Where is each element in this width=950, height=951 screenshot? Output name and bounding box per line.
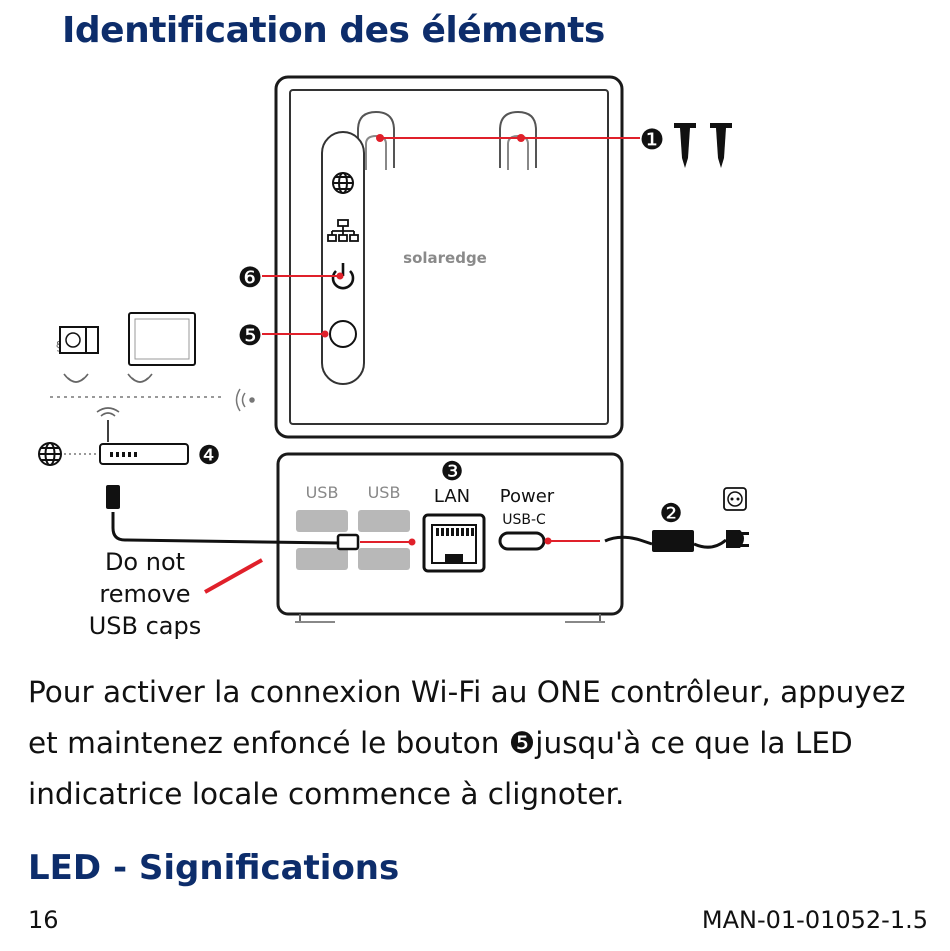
lan-port — [422, 513, 486, 573]
callout-line-6 — [262, 272, 344, 280]
note-slash — [204, 558, 263, 594]
sensor-icon: §§§§ — [56, 326, 99, 354]
callout-4: ❹ — [197, 441, 220, 471]
network-icon — [327, 219, 359, 242]
instruction-paragraph: Pour activer la connexion Wi-Fi au ONE c… — [28, 667, 928, 820]
instruction-text-end: jusqu'à ce que la LED indicatrice locale… — [28, 726, 853, 811]
lan-cable — [106, 485, 416, 551]
plug-icon — [726, 530, 749, 548]
note-line-2: remove — [99, 580, 190, 608]
note-line-3: USB caps — [89, 612, 202, 640]
screw-icon — [674, 123, 732, 168]
signal-icon — [235, 388, 255, 412]
callout-line-1 — [376, 134, 640, 142]
callout-ref-5: ❺ — [508, 726, 536, 760]
callout-5: ❺ — [237, 319, 262, 352]
power-label: Power — [500, 486, 555, 507]
socket-icon — [723, 487, 747, 511]
inverter-icon — [128, 312, 196, 366]
button-icon — [329, 320, 357, 348]
mounting-hole-left — [357, 110, 395, 170]
wifi-icon — [63, 373, 153, 383]
power-sublabel: USB-C — [502, 512, 546, 528]
brand-logo: solaredge — [403, 249, 487, 267]
callout-1: ❶ — [639, 123, 664, 156]
usb-label-2: USB — [368, 483, 401, 502]
lan-label: LAN — [434, 486, 470, 507]
page-title: Identification des éléments — [62, 10, 605, 51]
usb-label-1: USB — [306, 483, 339, 502]
router-icon — [99, 443, 189, 465]
callout-line-5 — [262, 330, 329, 338]
page-number: 16 — [28, 906, 59, 934]
router-wifi-icon — [96, 407, 120, 442]
usb-c-port — [498, 531, 546, 551]
instruction-text-start: Pour activer la connexion Wi-Fi au ONE c… — [28, 675, 906, 760]
globe-icon — [38, 442, 62, 466]
usb-ports — [296, 510, 410, 570]
document-reference: MAN-01-01052-1.5 — [701, 906, 928, 934]
globe-icon — [332, 172, 354, 194]
led-strip — [321, 131, 365, 385]
device-diagram: ❶ ❻ — [38, 75, 749, 640]
mounting-hole-right — [499, 110, 537, 170]
callout-2: ❷ — [659, 499, 682, 529]
adapter-icon — [652, 530, 694, 552]
callout-3: ❸ — [440, 457, 463, 487]
callout-6: ❻ — [237, 261, 262, 294]
section-heading: LED - Significations — [28, 848, 400, 888]
power-cable — [544, 535, 727, 549]
note-line-1: Do not — [105, 548, 185, 576]
